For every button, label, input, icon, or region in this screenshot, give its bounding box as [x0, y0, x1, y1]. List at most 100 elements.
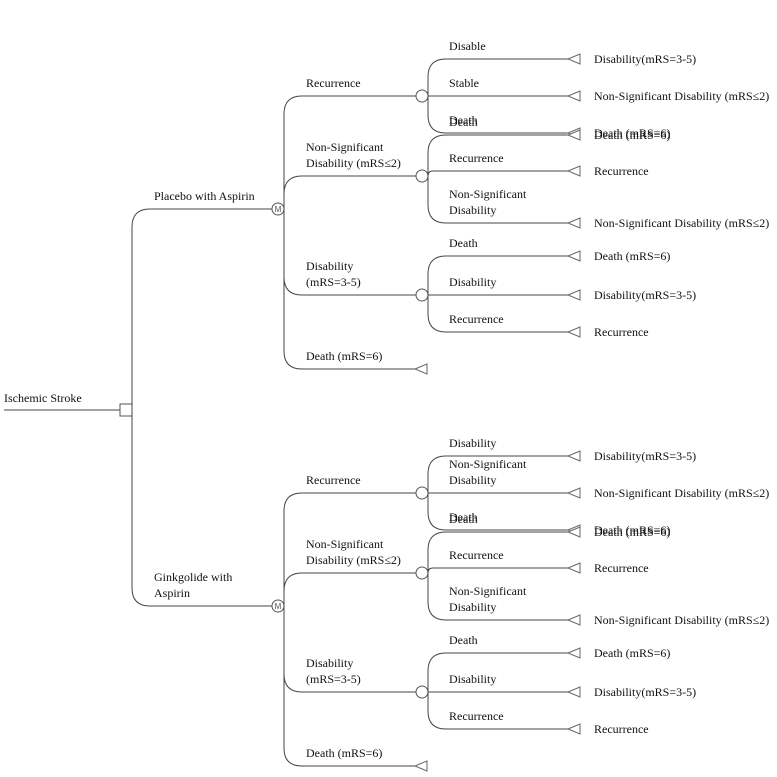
- state-label: Recurrence: [306, 76, 361, 90]
- state-label: Disability: [306, 656, 353, 670]
- terminal-outcome-label: Death (mRS=6): [594, 525, 670, 539]
- state-label: Non-Significant: [306, 537, 384, 551]
- outcome-label: Recurrence: [449, 709, 504, 723]
- outcome-label: Death: [449, 236, 478, 250]
- outcome-label: Disability: [449, 436, 496, 450]
- state-label: Death (mRS=6): [306, 349, 382, 363]
- chance-node: [415, 566, 429, 580]
- markov-symbol: M: [275, 602, 282, 611]
- terminal-outcome-label: Recurrence: [594, 561, 649, 575]
- terminal-node: [566, 723, 581, 735]
- chance-node: [415, 486, 429, 500]
- outcome-branch: [427, 652, 568, 692]
- terminal-outcome-label: Disability(mRS=3-5): [594, 685, 696, 699]
- outcome-label: Disability: [449, 600, 496, 614]
- outcome-branch: [427, 455, 568, 493]
- state-branch: [283, 606, 415, 767]
- outcome-branch: [427, 96, 568, 134]
- terminal-outcome-label: Non-Significant Disability (mRS≤2): [594, 613, 769, 627]
- chance-node: [415, 169, 429, 183]
- outcome-branch: [427, 170, 568, 177]
- terminal-outcome-label: Death (mRS=6): [594, 646, 670, 660]
- state-label: Non-Significant: [306, 140, 384, 154]
- terminal-outcome-label: Death (mRS=6): [594, 128, 670, 142]
- outcome-branch: [427, 255, 568, 295]
- terminal-outcome-label: Non-Significant Disability (mRS≤2): [594, 486, 769, 500]
- outcome-branch: [427, 58, 568, 96]
- state-branch: [283, 572, 416, 606]
- terminal-outcome-label: Recurrence: [594, 722, 649, 736]
- terminal-outcome-label: Disability(mRS=3-5): [594, 288, 696, 302]
- outcome-label: Non-Significant: [449, 187, 527, 201]
- terminal-outcome-label: Disability(mRS=3-5): [594, 52, 696, 66]
- state-label: Disability (mRS≤2): [306, 156, 401, 170]
- terminal-outcome-label: Death (mRS=6): [594, 249, 670, 263]
- outcome-branch: [427, 531, 568, 573]
- outcome-label: Non-Significant: [449, 584, 527, 598]
- outcome-label: Disability: [449, 672, 496, 686]
- state-branch: [283, 175, 416, 209]
- outcome-branch: [427, 567, 568, 574]
- outcome-label: Death: [449, 633, 478, 647]
- terminal-node: [566, 250, 581, 262]
- terminal-node: [566, 165, 581, 177]
- terminal-node: [566, 686, 581, 698]
- terminal-node: [566, 647, 581, 659]
- terminal-node: [566, 614, 581, 626]
- state-label: (mRS=3-5): [306, 275, 361, 289]
- terminal-node: [566, 326, 581, 338]
- outcome-label: Disability: [449, 473, 496, 487]
- outcome-label: Disable: [449, 39, 486, 53]
- terminal-node: [566, 562, 581, 574]
- outcome-branch: [427, 134, 568, 176]
- terminal-node: [413, 363, 428, 375]
- terminal-node: [566, 289, 581, 301]
- strategy-label: Placebo with Aspirin: [154, 189, 255, 203]
- state-label: Disability: [306, 259, 353, 273]
- decision-node: [119, 403, 133, 417]
- outcome-label: Death: [449, 115, 478, 129]
- outcome-branch: [427, 692, 568, 730]
- terminal-outcome-label: Death (mRS=6): [594, 523, 670, 537]
- state-branch: [283, 492, 416, 606]
- terminal-node: [566, 90, 581, 102]
- terminal-outcome-label: Recurrence: [594, 325, 649, 339]
- terminal-node: [566, 129, 581, 141]
- markov-symbol: M: [275, 205, 282, 214]
- state-label: Disability (mRS≤2): [306, 553, 401, 567]
- state-branch: [283, 209, 415, 370]
- terminal-node: [566, 53, 581, 65]
- outcome-branch: [427, 295, 568, 333]
- outcome-label: Death: [449, 512, 478, 526]
- terminal-outcome-label: Disability(mRS=3-5): [594, 449, 696, 463]
- strategy-label: Aspirin: [154, 586, 190, 600]
- strategy-branch: [131, 208, 272, 410]
- state-label: (mRS=3-5): [306, 672, 361, 686]
- outcome-label: Disability: [449, 203, 496, 217]
- outcome-branch: [427, 493, 568, 531]
- state-label: Recurrence: [306, 473, 361, 487]
- outcome-label: Recurrence: [449, 548, 504, 562]
- outcome-label: Recurrence: [449, 151, 504, 165]
- chance-node: [415, 685, 429, 699]
- outcome-label: Disability: [449, 275, 496, 289]
- outcome-label: Non-Significant: [449, 457, 527, 471]
- terminal-outcome-label: Recurrence: [594, 164, 649, 178]
- outcome-label: Recurrence: [449, 312, 504, 326]
- outcome-branch: [427, 573, 568, 621]
- strategy-branch: [131, 410, 272, 607]
- terminal-node: [566, 526, 581, 538]
- state-label: Death (mRS=6): [306, 746, 382, 760]
- terminal-outcome-label: Death (mRS=6): [594, 126, 670, 140]
- terminal-outcome-label: Non-Significant Disability (mRS≤2): [594, 216, 769, 230]
- chance-node: [415, 288, 429, 302]
- outcome-label: Death: [449, 510, 478, 524]
- outcome-label: Stable: [449, 76, 479, 90]
- terminal-node: [566, 217, 581, 229]
- terminal-node: [566, 450, 581, 462]
- terminal-node: [413, 760, 428, 772]
- outcome-label: Death: [449, 113, 478, 127]
- strategy-label: Ginkgolide with: [154, 570, 232, 584]
